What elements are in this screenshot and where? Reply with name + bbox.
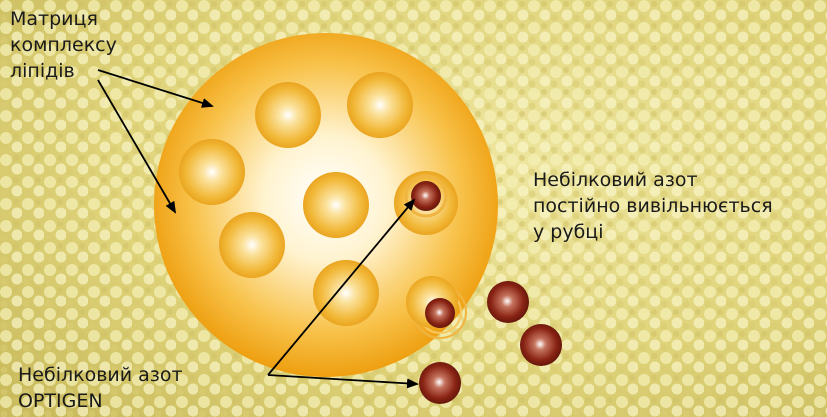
nitrogen-granule — [411, 181, 441, 211]
label-line: у рубці — [533, 219, 773, 245]
encapsulated-bead — [219, 212, 285, 278]
encapsulated-bead — [255, 82, 321, 148]
encapsulated-bead — [347, 72, 413, 138]
label-line: Матриця — [10, 6, 117, 32]
encapsulated-bead — [179, 139, 245, 205]
encapsulated-bead — [303, 172, 369, 238]
releasing-bead-upper — [394, 171, 458, 235]
label-line: OPTIGEN — [18, 388, 183, 414]
encapsulated-bead — [313, 260, 379, 326]
label-lipid-matrix: Матриця комплексу ліпідів — [10, 6, 117, 84]
label-line: Небілковий азот — [18, 362, 183, 388]
nitrogen-granule — [487, 281, 529, 323]
label-line: постійно вивільнюється — [533, 193, 773, 219]
label-optigen-nitrogen: Небілковий азот OPTIGEN — [18, 362, 183, 414]
label-line: комплексу — [10, 32, 117, 58]
nitrogen-granule — [425, 298, 455, 328]
nitrogen-granule — [419, 362, 461, 404]
nitrogen-granule — [520, 324, 562, 366]
label-line: ліпідів — [10, 58, 117, 84]
label-line: Небілковий азот — [533, 167, 773, 193]
label-released-nitrogen: Небілковий азот постійно вивільнюється у… — [533, 167, 773, 245]
